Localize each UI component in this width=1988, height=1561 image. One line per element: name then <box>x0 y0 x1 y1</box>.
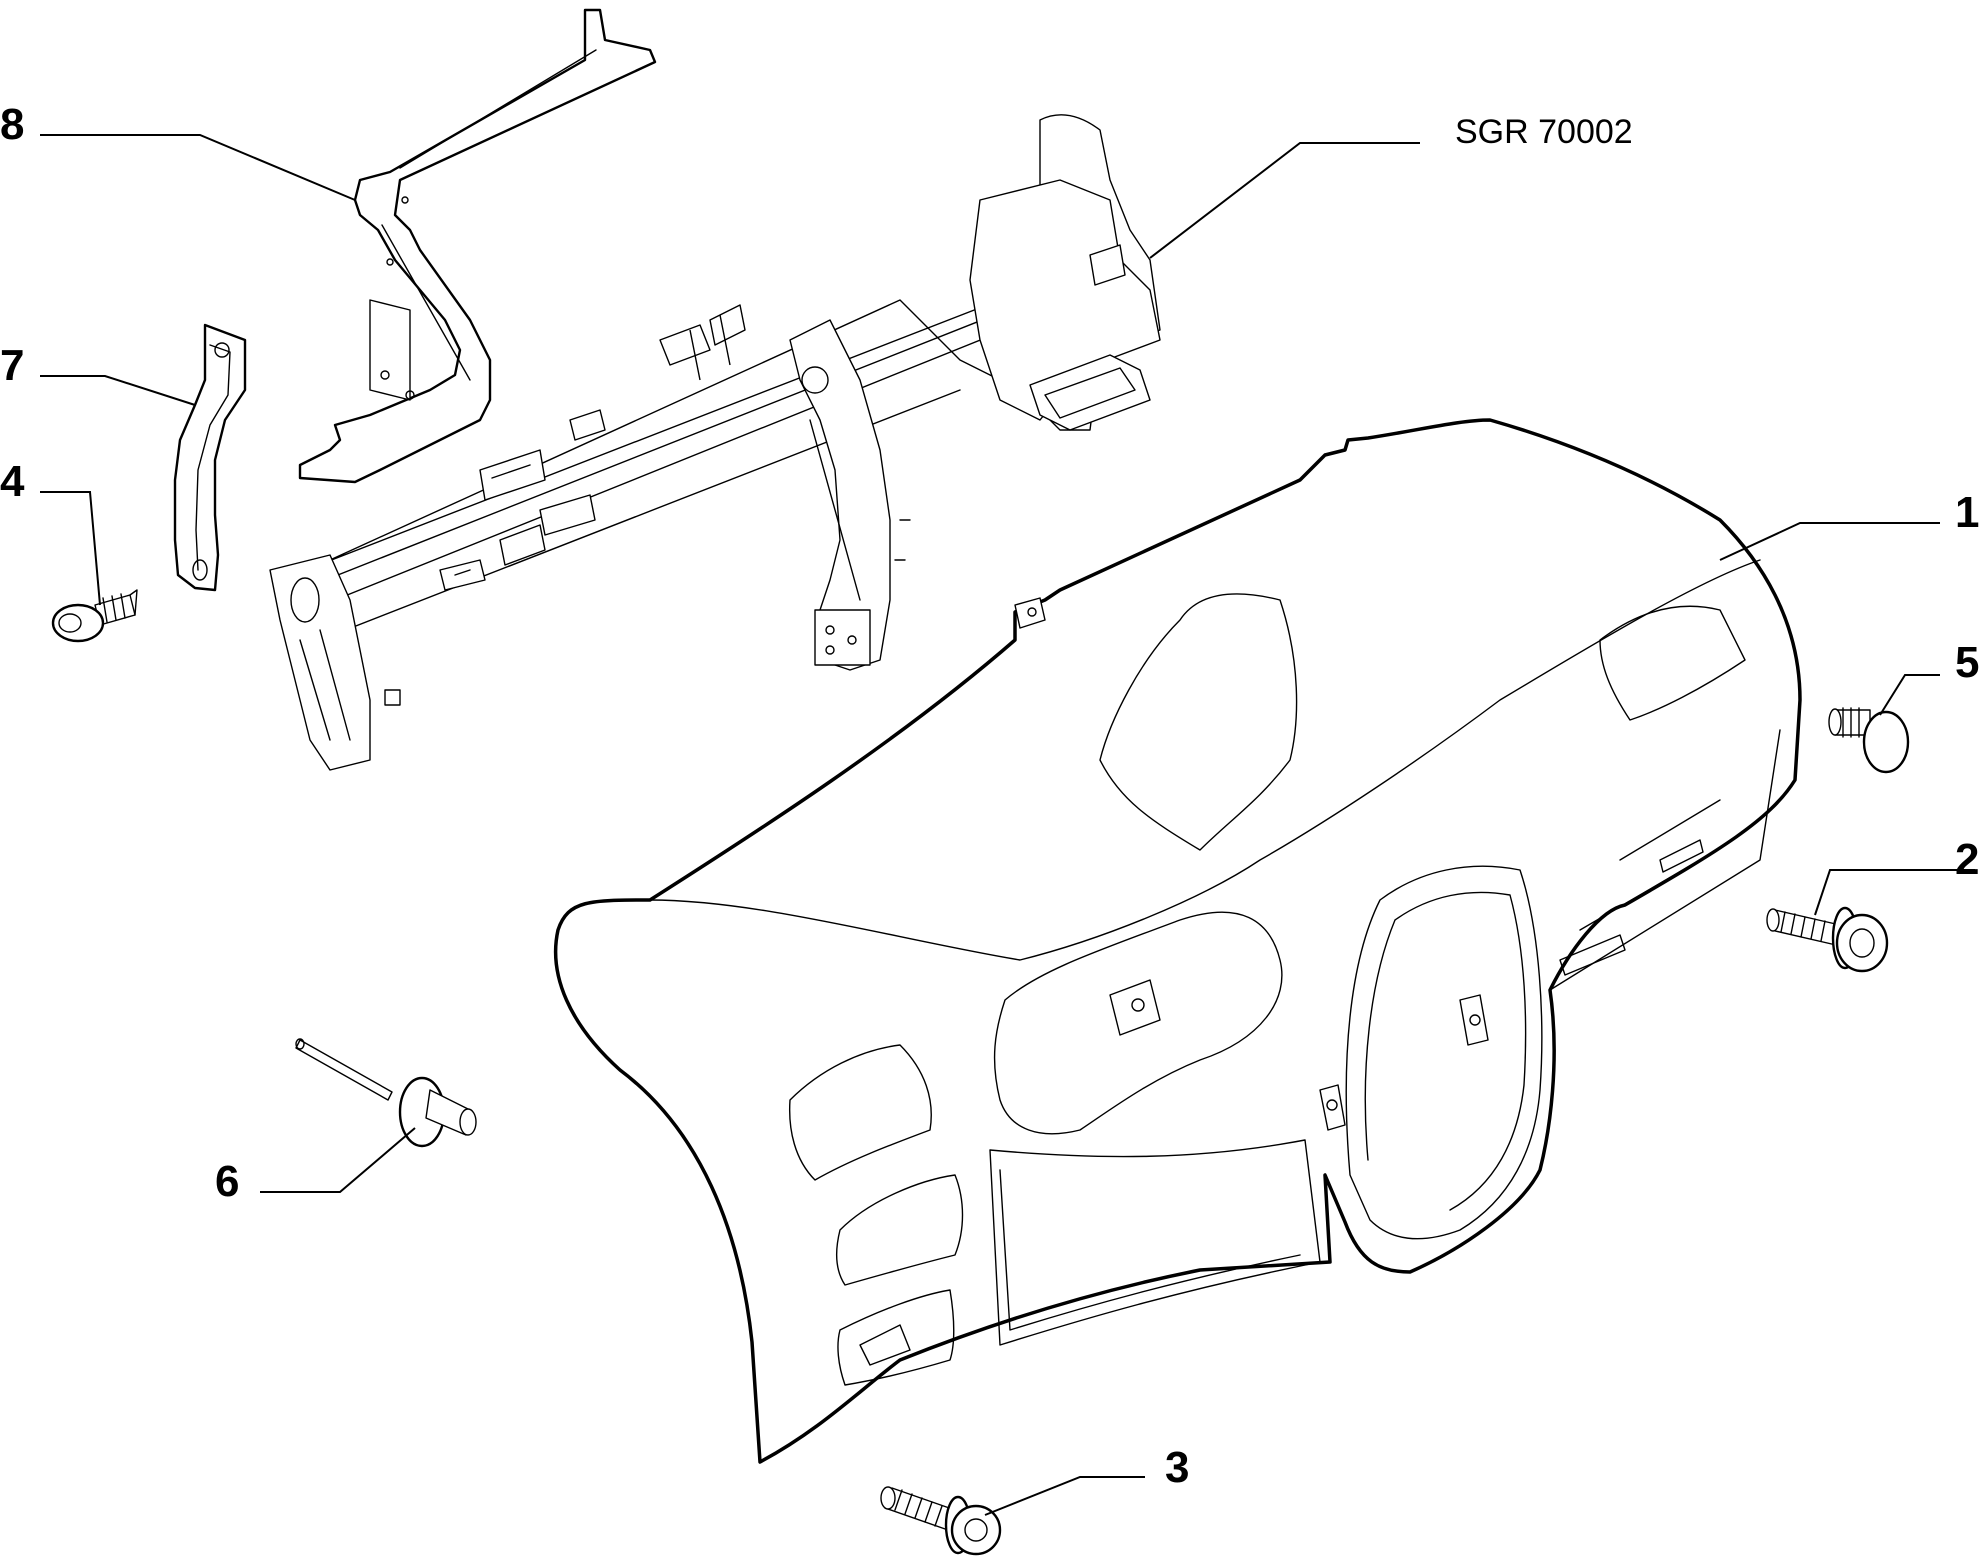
callout-7: 7 <box>0 341 24 390</box>
leader-6 <box>260 1127 416 1193</box>
leader-2 <box>1814 869 1975 916</box>
upper-bracket[interactable] <box>298 8 657 484</box>
cross-member[interactable] <box>269 114 1161 771</box>
dashboard-panel[interactable] <box>553 418 1802 1464</box>
flange-bolt-bottom[interactable] <box>880 1486 1002 1556</box>
callout-1: 1 <box>1955 488 1979 537</box>
blind-rivet[interactable] <box>295 1038 477 1148</box>
leader-1 <box>1719 522 1940 561</box>
leader-ref <box>1149 142 1420 259</box>
side-bracket[interactable] <box>173 323 247 592</box>
callout-5: 5 <box>1955 638 1979 687</box>
callout-4: 4 <box>0 457 25 506</box>
leader-5 <box>1879 674 1940 716</box>
leader-3 <box>984 1476 1145 1516</box>
leader-4 <box>40 491 101 606</box>
leader-lines <box>40 134 1975 1516</box>
leader-7 <box>40 375 196 406</box>
callout-3: 3 <box>1165 1443 1189 1492</box>
callout-6: 6 <box>215 1157 239 1206</box>
leader-8 <box>40 134 356 201</box>
reference-code: SGR 70002 <box>1455 113 1633 151</box>
push-clip[interactable] <box>1828 707 1910 774</box>
self-tapping-screw[interactable] <box>51 589 138 643</box>
flange-bolt[interactable] <box>1766 906 1889 973</box>
callout-8: 8 <box>0 100 24 149</box>
callout-2: 2 <box>1955 835 1979 884</box>
